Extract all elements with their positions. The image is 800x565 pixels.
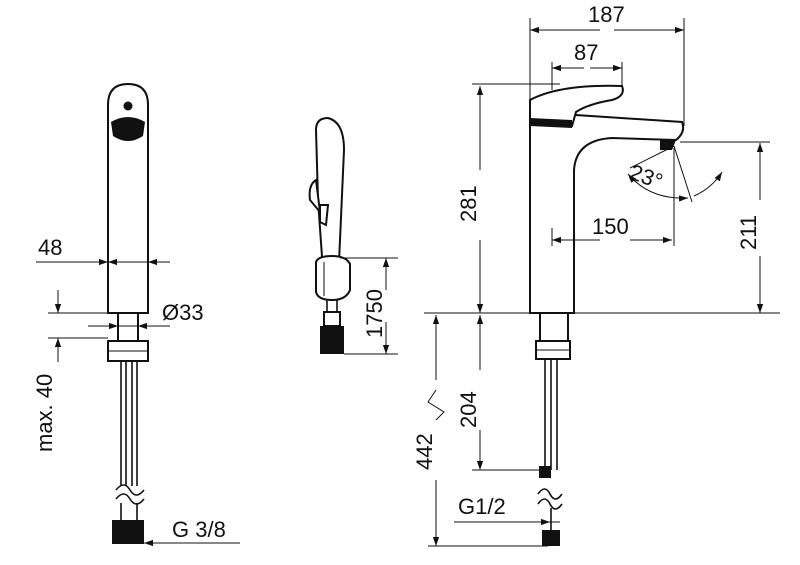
dim-angle-label: 23° [626, 159, 666, 194]
dim-spout-height-label: 211 [736, 215, 761, 250]
dim-reach-label: 150 [592, 214, 629, 239]
hand-shower-view: 1750 [308, 116, 398, 355]
hand-shower-holder [315, 254, 351, 302]
dim-hose-label: 1750 [362, 289, 387, 338]
dim-depth-label: 187 [588, 2, 625, 27]
front-handle-dot [123, 101, 133, 111]
front-hose-fittings [112, 520, 144, 544]
dim-total-below-label: 442 [412, 433, 437, 470]
dim-width-label: 48 [38, 235, 62, 260]
thread-label-front: G 3/8 [172, 517, 226, 542]
front-view: 48 Ø33 max. 40 G 3/8 [32, 82, 240, 547]
front-handle-cap [111, 117, 145, 141]
side-hose-fitting [542, 530, 560, 546]
hand-shower-connector [320, 326, 344, 354]
hand-shower-head [314, 116, 346, 286]
thread-label-side: G1/2 [458, 494, 506, 519]
side-shank [539, 312, 569, 342]
dim-diameter-label: Ø33 [162, 300, 204, 325]
dim-height-label: 281 [456, 185, 481, 222]
dim-below-label: 204 [456, 391, 481, 428]
dim-max-label: max. 40 [32, 374, 57, 452]
front-shank [117, 312, 139, 342]
side-lever-handle [529, 84, 624, 128]
dim-handle-label: 87 [574, 40, 598, 65]
side-faucet-body [529, 110, 685, 314]
side-view: 187 87 150 23° 281 211 2 [412, 2, 780, 547]
